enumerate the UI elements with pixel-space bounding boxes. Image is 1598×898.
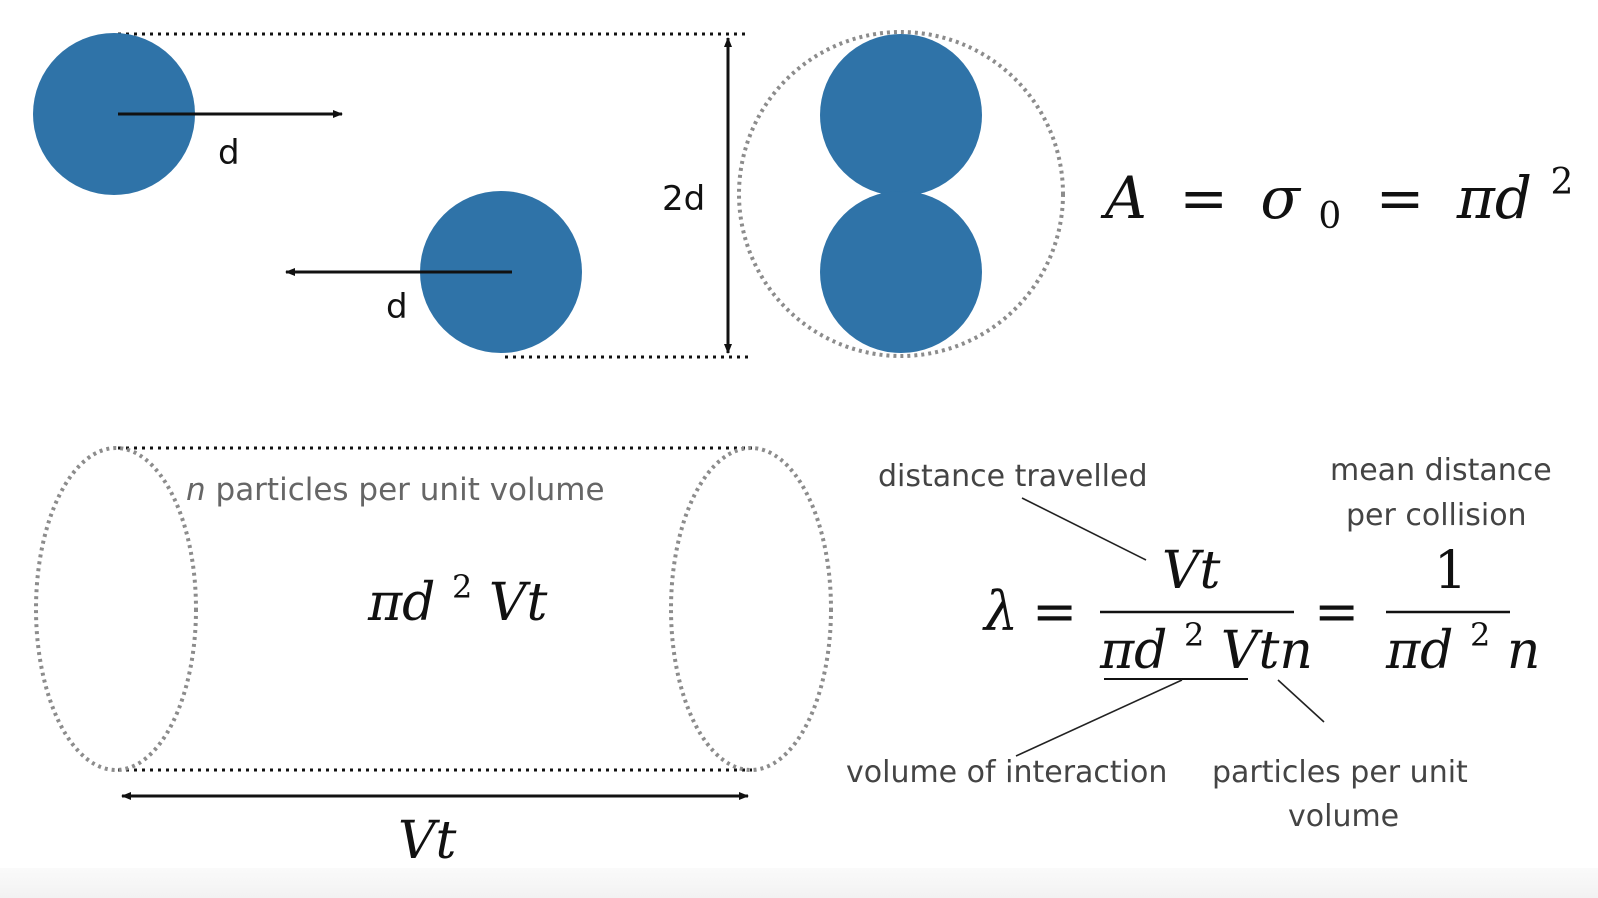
cylinder-volume-expression: πd 2 Vt [367, 551, 547, 633]
radius-label-left: d [386, 287, 408, 327]
cylinder-left-end [34, 446, 198, 772]
area-equation: A = σ 0 = πd 2 [1100, 162, 1573, 242]
particle-moving-right [33, 33, 195, 195]
cross-section-outline [737, 30, 1065, 358]
interaction-cylinder: n particles per unit volume πd 2 Vt Vt [34, 446, 833, 871]
annotation-particles-line1: particles per unit [1212, 755, 1468, 790]
fraction2-numerator: 1 [1434, 541, 1467, 601]
particle-density-label: n particles per unit volume [186, 472, 605, 508]
collision-setup: d d 2d [33, 32, 750, 359]
fraction2-denominator: πd 2 n [1385, 599, 1540, 681]
leader-volume-of-interaction [1015, 679, 1183, 757]
fraction1-denominator: πd 2 Vtn [1099, 599, 1313, 681]
radius-label-right: d [218, 133, 240, 173]
annotation-mean-distance-line2: per collision [1346, 498, 1527, 533]
equals-sign-2: = [1314, 580, 1359, 643]
length-label: Vt [398, 811, 457, 871]
annotation-mean-distance-line1: mean distance [1330, 453, 1552, 488]
mean-free-path-equation: λ = Vt πd 2 Vtn = 1 πd 2 n distance trav… [846, 453, 1552, 834]
equals-sign-1: = [1032, 580, 1077, 643]
collision-cross-section [737, 30, 1065, 358]
annotation-particles-line2: volume [1288, 799, 1399, 834]
annotation-distance-travelled: distance travelled [878, 459, 1148, 494]
cylinder-right-end [669, 446, 833, 772]
bottom-fade-strip [0, 868, 1598, 898]
annotation-volume-of-interaction: volume of interaction [846, 755, 1167, 790]
lambda-symbol: λ [982, 580, 1018, 643]
fraction1-numerator: Vt [1162, 541, 1221, 601]
separation-label: 2d [662, 179, 705, 219]
particle-lower [820, 191, 982, 353]
particle-upper [820, 34, 982, 196]
leader-particles-per-volume [1277, 679, 1325, 723]
leader-distance-travelled [1021, 497, 1147, 561]
